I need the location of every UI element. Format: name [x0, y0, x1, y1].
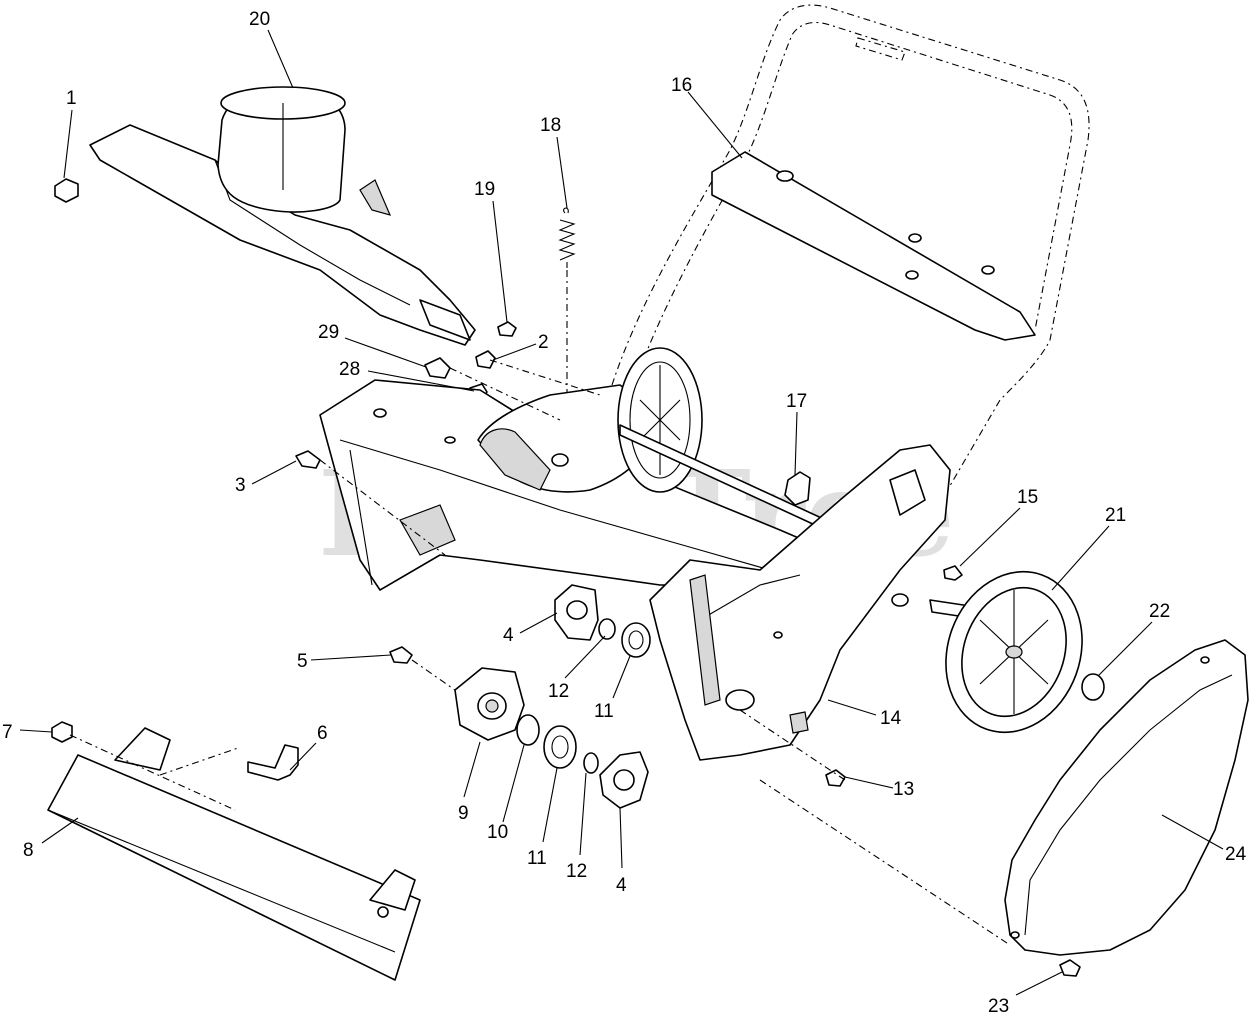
- part-bolt-5: [389, 646, 413, 664]
- part-rear-wheel-left: [617, 347, 703, 493]
- callout-5: 5: [297, 651, 308, 672]
- callout-13: 13: [893, 779, 914, 800]
- guide-line-spacer: [449, 367, 561, 421]
- part-bearing-assembly-upper: [554, 584, 651, 658]
- part-bolt-23: [1059, 959, 1081, 977]
- part-side-frame: [649, 444, 951, 761]
- callout-2: 2: [538, 332, 549, 353]
- guide-line-bolt-5: [411, 659, 456, 691]
- callout-15: 15: [1017, 487, 1038, 508]
- callout-23: 23: [988, 996, 1009, 1017]
- guide-line-scraper: [69, 734, 236, 811]
- part-clip-nut: [54, 178, 79, 203]
- callout-22: 22: [1149, 601, 1170, 622]
- callout-12b: 12: [566, 861, 587, 882]
- guide-line-cover: [759, 779, 1011, 946]
- part-cable-guide: [784, 471, 811, 506]
- callout-17: 17: [786, 391, 807, 412]
- part-bearing-11-lower: [543, 725, 577, 769]
- part-bolt-3: [295, 450, 321, 469]
- part-scraper-bar: [47, 727, 421, 981]
- part-bolt-2: [475, 350, 496, 369]
- part-spring: [558, 207, 576, 450]
- guide-line-bolts: [489, 359, 601, 396]
- part-carriage-bolt: [247, 744, 299, 781]
- guide-line-frame: [739, 709, 846, 781]
- callout-6: 6: [317, 723, 328, 744]
- callout-24: 24: [1225, 844, 1247, 865]
- part-screw-15: [943, 565, 963, 581]
- callout-3: 3: [235, 475, 246, 496]
- part-chute: [89, 86, 476, 346]
- callout-12a: 12: [548, 681, 569, 702]
- callout-7: 7: [2, 722, 13, 743]
- callout-10: 10: [487, 822, 508, 843]
- part-cross-bar: [711, 151, 1036, 341]
- part-bolt-19: [497, 321, 517, 337]
- part-ring-12-lower: [583, 752, 599, 774]
- callout-4a: 4: [503, 625, 514, 646]
- callout-19: 19: [474, 179, 495, 200]
- guide-line-bolt-3: [319, 459, 446, 556]
- callout-1: 1: [66, 88, 77, 109]
- callout-14: 14: [880, 708, 902, 729]
- callout-11a: 11: [594, 701, 614, 722]
- callout-21: 21: [1105, 505, 1126, 526]
- callout-11b: 11: [527, 848, 547, 869]
- part-hub-cap: [1081, 673, 1105, 701]
- part-bolt-13: [825, 769, 846, 787]
- part-washer-10: [516, 714, 540, 746]
- callout-4b: 4: [616, 875, 627, 896]
- leader-lines: [19, 29, 1224, 996]
- part-wheel: [891, 570, 1083, 734]
- callout-18: 18: [540, 115, 561, 136]
- callout-8: 8: [23, 840, 34, 861]
- callout-28: 28: [339, 359, 360, 380]
- part-bearing-flange-lower: [599, 751, 649, 809]
- callout-20: 20: [249, 9, 270, 30]
- part-bolt-29: [424, 357, 451, 379]
- callout-9: 9: [458, 803, 469, 824]
- callout-16: 16: [671, 75, 692, 96]
- part-belt-cover: [1004, 639, 1249, 956]
- part-nut-7: [51, 721, 73, 743]
- part-gear-housing: [454, 667, 525, 741]
- guide-line-housing: [159, 747, 239, 776]
- callout-29: 29: [318, 322, 339, 343]
